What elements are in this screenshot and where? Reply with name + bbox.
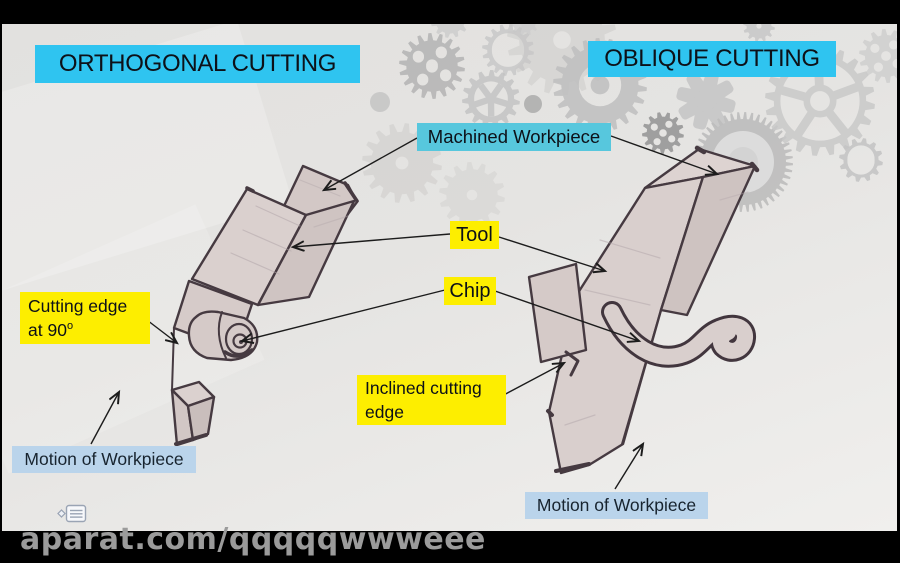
title-orthogonal-cutting: ORTHOGONAL CUTTING (35, 45, 360, 83)
gear-icon (733, 24, 785, 57)
gear-icon (845, 24, 897, 102)
label-inclined-cutting-edge: Inclined cutting edge (357, 375, 506, 425)
label-tool: Tool (450, 221, 499, 249)
gear-icon (447, 55, 535, 148)
gear-icon (419, 24, 481, 54)
gear-icon (362, 84, 398, 125)
gear-icon (516, 87, 550, 126)
gear-icon (741, 24, 897, 185)
label-cutting-edge-90: Cutting edge at 90o (20, 292, 150, 344)
label-machined-workpiece: Machined Workpiece (417, 123, 611, 151)
label-motion-of-workpiece-right: Motion of Workpiece (525, 492, 708, 519)
watermark-text: aparat.com/qqqqqwwweee (20, 522, 486, 557)
label-line: Cutting edge (28, 296, 128, 316)
gear-icon (468, 24, 548, 95)
label-line: at 90o (28, 320, 74, 340)
list-note-icon (57, 504, 87, 523)
title-oblique-cutting: OBLIQUE CUTTING (588, 41, 836, 77)
gear-icon (423, 146, 521, 249)
gear-icon (498, 24, 550, 51)
gear-icon (383, 24, 481, 120)
label-motion-of-workpiece-left: Motion of Workpiece (12, 446, 196, 473)
label-line: Inclined cutting (365, 378, 482, 398)
gear-icon (827, 126, 895, 199)
label-chip: Chip (444, 277, 496, 305)
label-line: edge (365, 402, 404, 422)
